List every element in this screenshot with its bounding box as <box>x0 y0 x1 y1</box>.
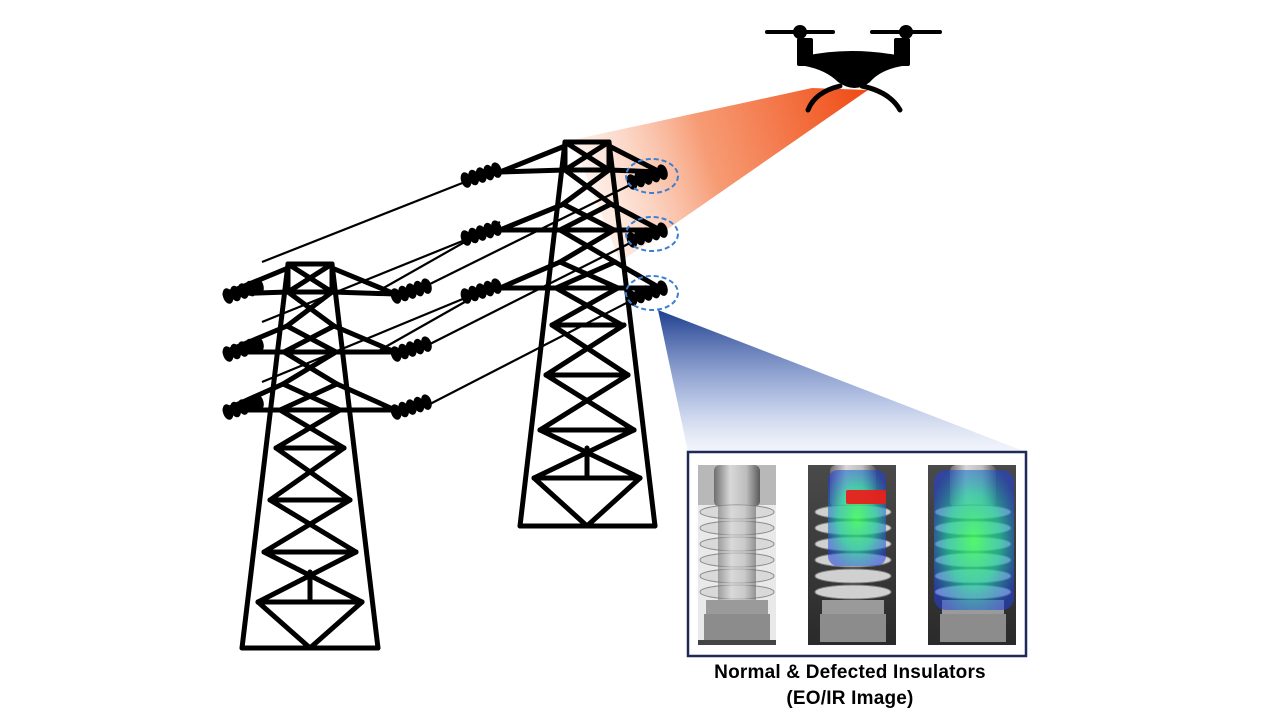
defect-hotspot <box>846 490 886 504</box>
inset-image-ir <box>928 465 1016 645</box>
transmission-tower-icon <box>497 139 663 529</box>
highlight-circle-bottom <box>625 275 679 311</box>
inset-image-defected <box>808 465 896 645</box>
inset-image-normal <box>698 465 776 645</box>
insulator-icon <box>460 162 668 306</box>
drone-camera-beam <box>572 88 868 262</box>
highlight-circle-middle <box>625 216 679 252</box>
transmission-tower-icon <box>222 261 398 651</box>
caption-title: Normal & Defected Insulators <box>714 662 986 683</box>
caption-subtitle: (EO/IR Image) <box>786 688 914 709</box>
drone-icon <box>765 25 942 113</box>
insulator-icon <box>222 278 432 420</box>
insulator-highlight-circles <box>625 158 679 311</box>
highlight-circle-top <box>625 158 679 194</box>
zoom-beam <box>658 310 1026 452</box>
